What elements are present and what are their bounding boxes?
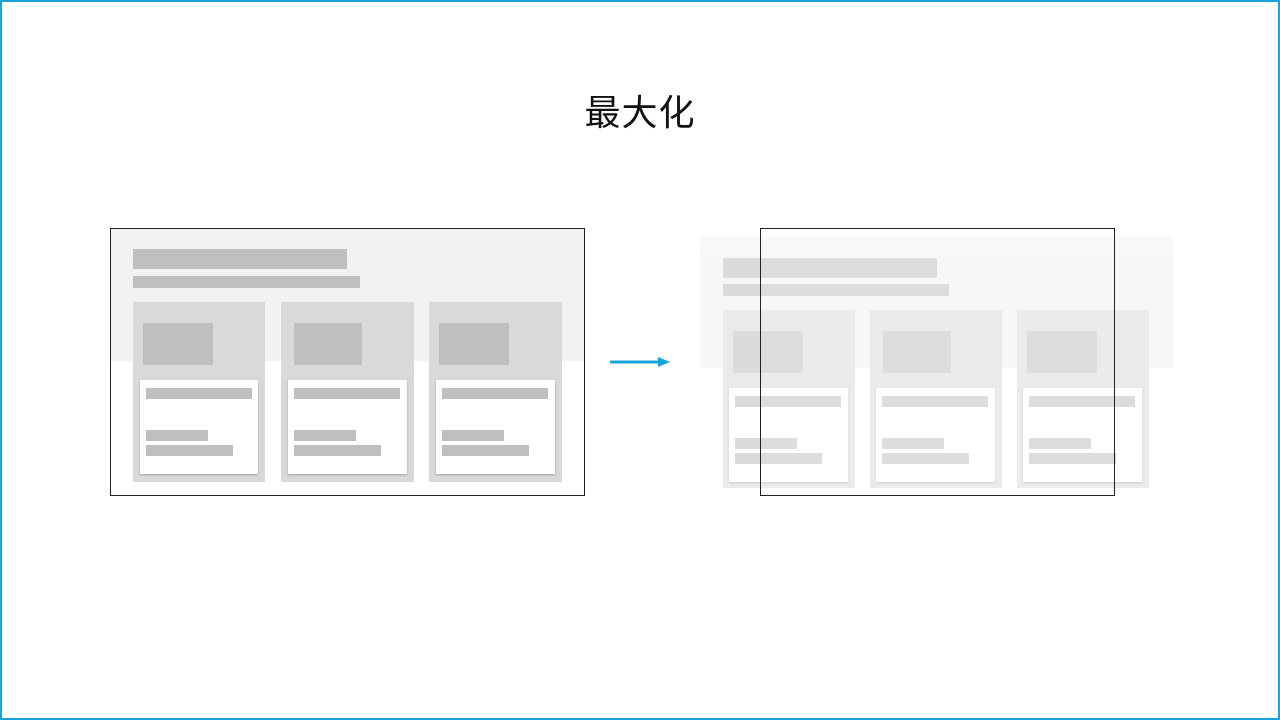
card-body: [288, 380, 407, 474]
line-placeholder: [735, 396, 841, 407]
line-placeholder: [1029, 438, 1091, 449]
image-placeholder: [733, 331, 803, 373]
image-placeholder: [439, 323, 509, 365]
line-placeholder: [294, 445, 381, 456]
heading-placeholder: [133, 249, 347, 269]
card-body: [729, 388, 848, 482]
image-placeholder: [143, 323, 213, 365]
line-placeholder: [146, 445, 233, 456]
image-placeholder: [294, 323, 362, 365]
line-placeholder: [882, 453, 969, 464]
card: [429, 302, 562, 482]
subheading-placeholder: [723, 284, 949, 296]
subheading-placeholder: [133, 276, 360, 288]
line-placeholder: [146, 388, 252, 399]
line-placeholder: [1029, 453, 1116, 464]
card-body: [436, 380, 555, 474]
before-viewport-mockup: [110, 228, 585, 496]
line-placeholder: [882, 438, 944, 449]
card: [1017, 310, 1149, 488]
card: [870, 310, 1002, 488]
line-placeholder: [735, 453, 822, 464]
after-maximized-content: [700, 236, 1173, 502]
slide-title: 最大化: [584, 93, 696, 134]
line-placeholder: [442, 445, 529, 456]
line-placeholder: [735, 438, 797, 449]
right-arrow-icon: [610, 357, 670, 367]
card-body: [876, 388, 995, 482]
viewport-frame: [760, 228, 1115, 496]
image-placeholder: [1027, 331, 1097, 373]
line-placeholder: [442, 388, 548, 399]
line-placeholder: [146, 430, 208, 441]
card-body: [1023, 388, 1142, 482]
line-placeholder: [294, 388, 400, 399]
card-body: [140, 380, 258, 474]
line-placeholder: [1029, 396, 1135, 407]
image-placeholder: [883, 331, 951, 373]
line-placeholder: [294, 430, 356, 441]
line-placeholder: [882, 396, 988, 407]
heading-placeholder: [723, 258, 937, 278]
card: [723, 310, 855, 488]
card: [281, 302, 414, 482]
line-placeholder: [442, 430, 504, 441]
card: [133, 302, 265, 482]
